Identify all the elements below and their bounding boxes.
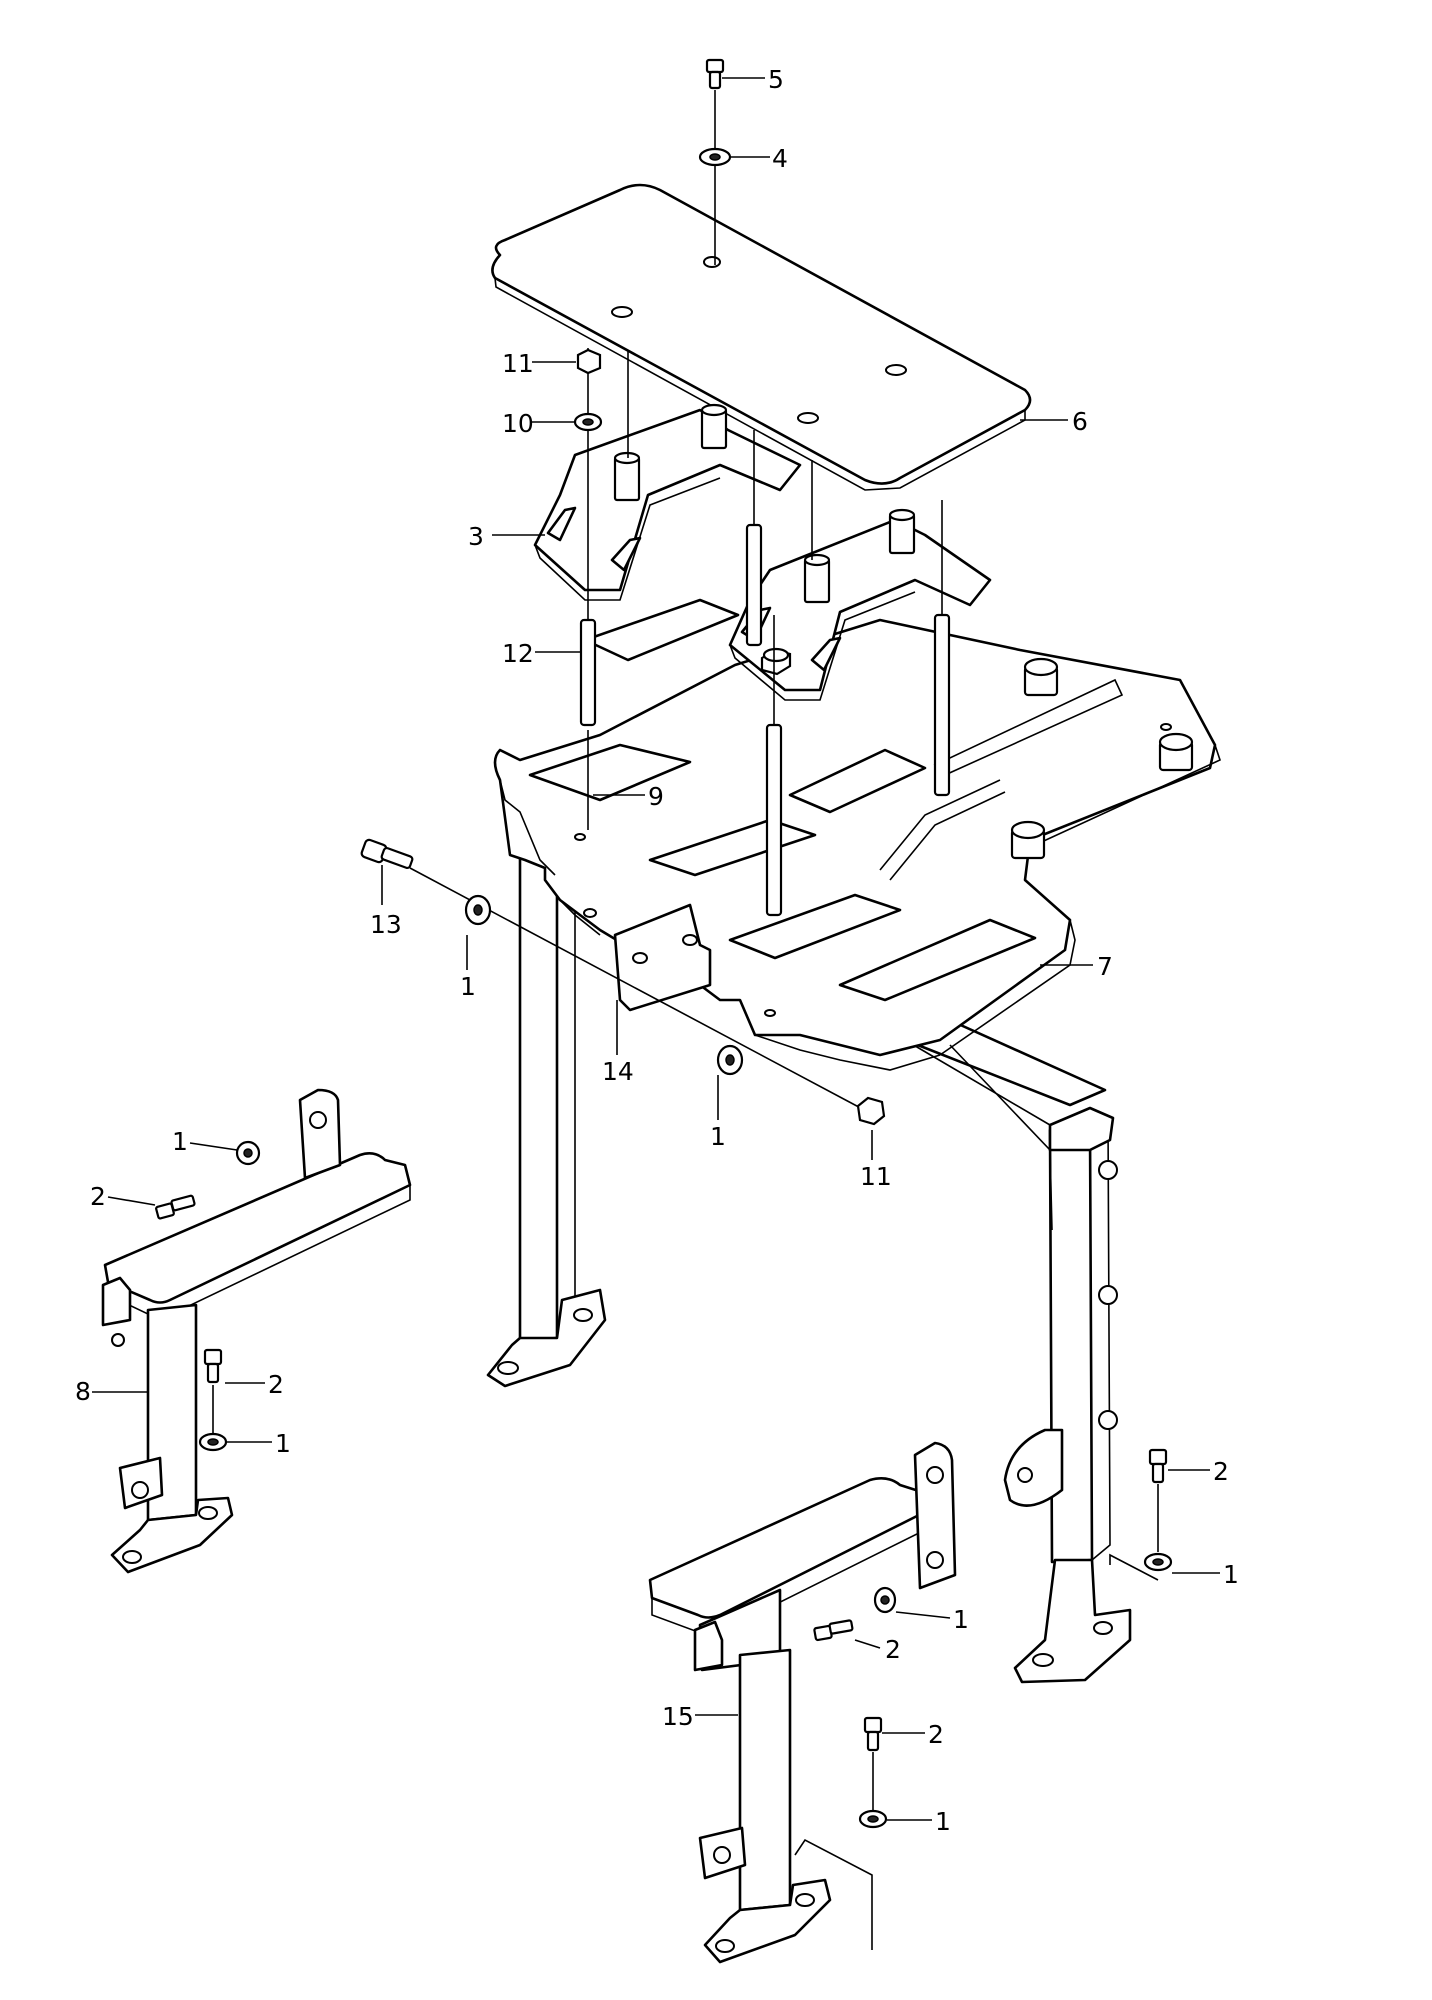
callouts: 5 4 6 11 10 3 12 9 13 1 7 14 1 11 1 2 8 … bbox=[75, 65, 1239, 1836]
callout-1: 1 bbox=[275, 1429, 291, 1458]
right-footrest bbox=[648, 1441, 957, 1964]
callout-2: 2 bbox=[1213, 1457, 1229, 1486]
callout-11: 11 bbox=[860, 1162, 892, 1191]
callout-8: 8 bbox=[75, 1377, 91, 1406]
bracket-3 bbox=[533, 408, 992, 701]
callout-15: 15 bbox=[662, 1702, 694, 1731]
callout-4: 4 bbox=[772, 144, 788, 173]
callout-7: 7 bbox=[1097, 952, 1113, 981]
side-hardware bbox=[360, 838, 886, 1126]
callout-2: 2 bbox=[928, 1720, 944, 1749]
left-footrest bbox=[101, 1088, 412, 1574]
callout-1: 1 bbox=[1223, 1560, 1239, 1589]
callout-1: 1 bbox=[935, 1807, 951, 1836]
callout-1: 1 bbox=[172, 1127, 188, 1156]
callout-1: 1 bbox=[710, 1122, 726, 1151]
callout-11: 11 bbox=[502, 349, 534, 378]
callout-13: 13 bbox=[370, 910, 402, 939]
leader-lines bbox=[92, 77, 1220, 1821]
callout-10: 10 bbox=[502, 409, 534, 438]
callout-2: 2 bbox=[885, 1635, 901, 1664]
top-plate bbox=[491, 183, 1032, 491]
callout-5: 5 bbox=[768, 65, 784, 94]
callout-1: 1 bbox=[953, 1605, 969, 1634]
callout-12: 12 bbox=[502, 639, 534, 668]
base-plate bbox=[486, 598, 1221, 1684]
callout-2: 2 bbox=[90, 1182, 106, 1211]
callout-14: 14 bbox=[602, 1057, 634, 1086]
callout-6: 6 bbox=[1072, 407, 1088, 436]
callout-1: 1 bbox=[460, 972, 476, 1001]
threaded-studs bbox=[579, 348, 951, 917]
right-leg-hardware bbox=[1109, 1448, 1173, 1581]
callout-3: 3 bbox=[468, 522, 484, 551]
callout-9: 9 bbox=[648, 782, 664, 811]
spacers bbox=[613, 403, 916, 604]
callout-2: 2 bbox=[268, 1370, 284, 1399]
